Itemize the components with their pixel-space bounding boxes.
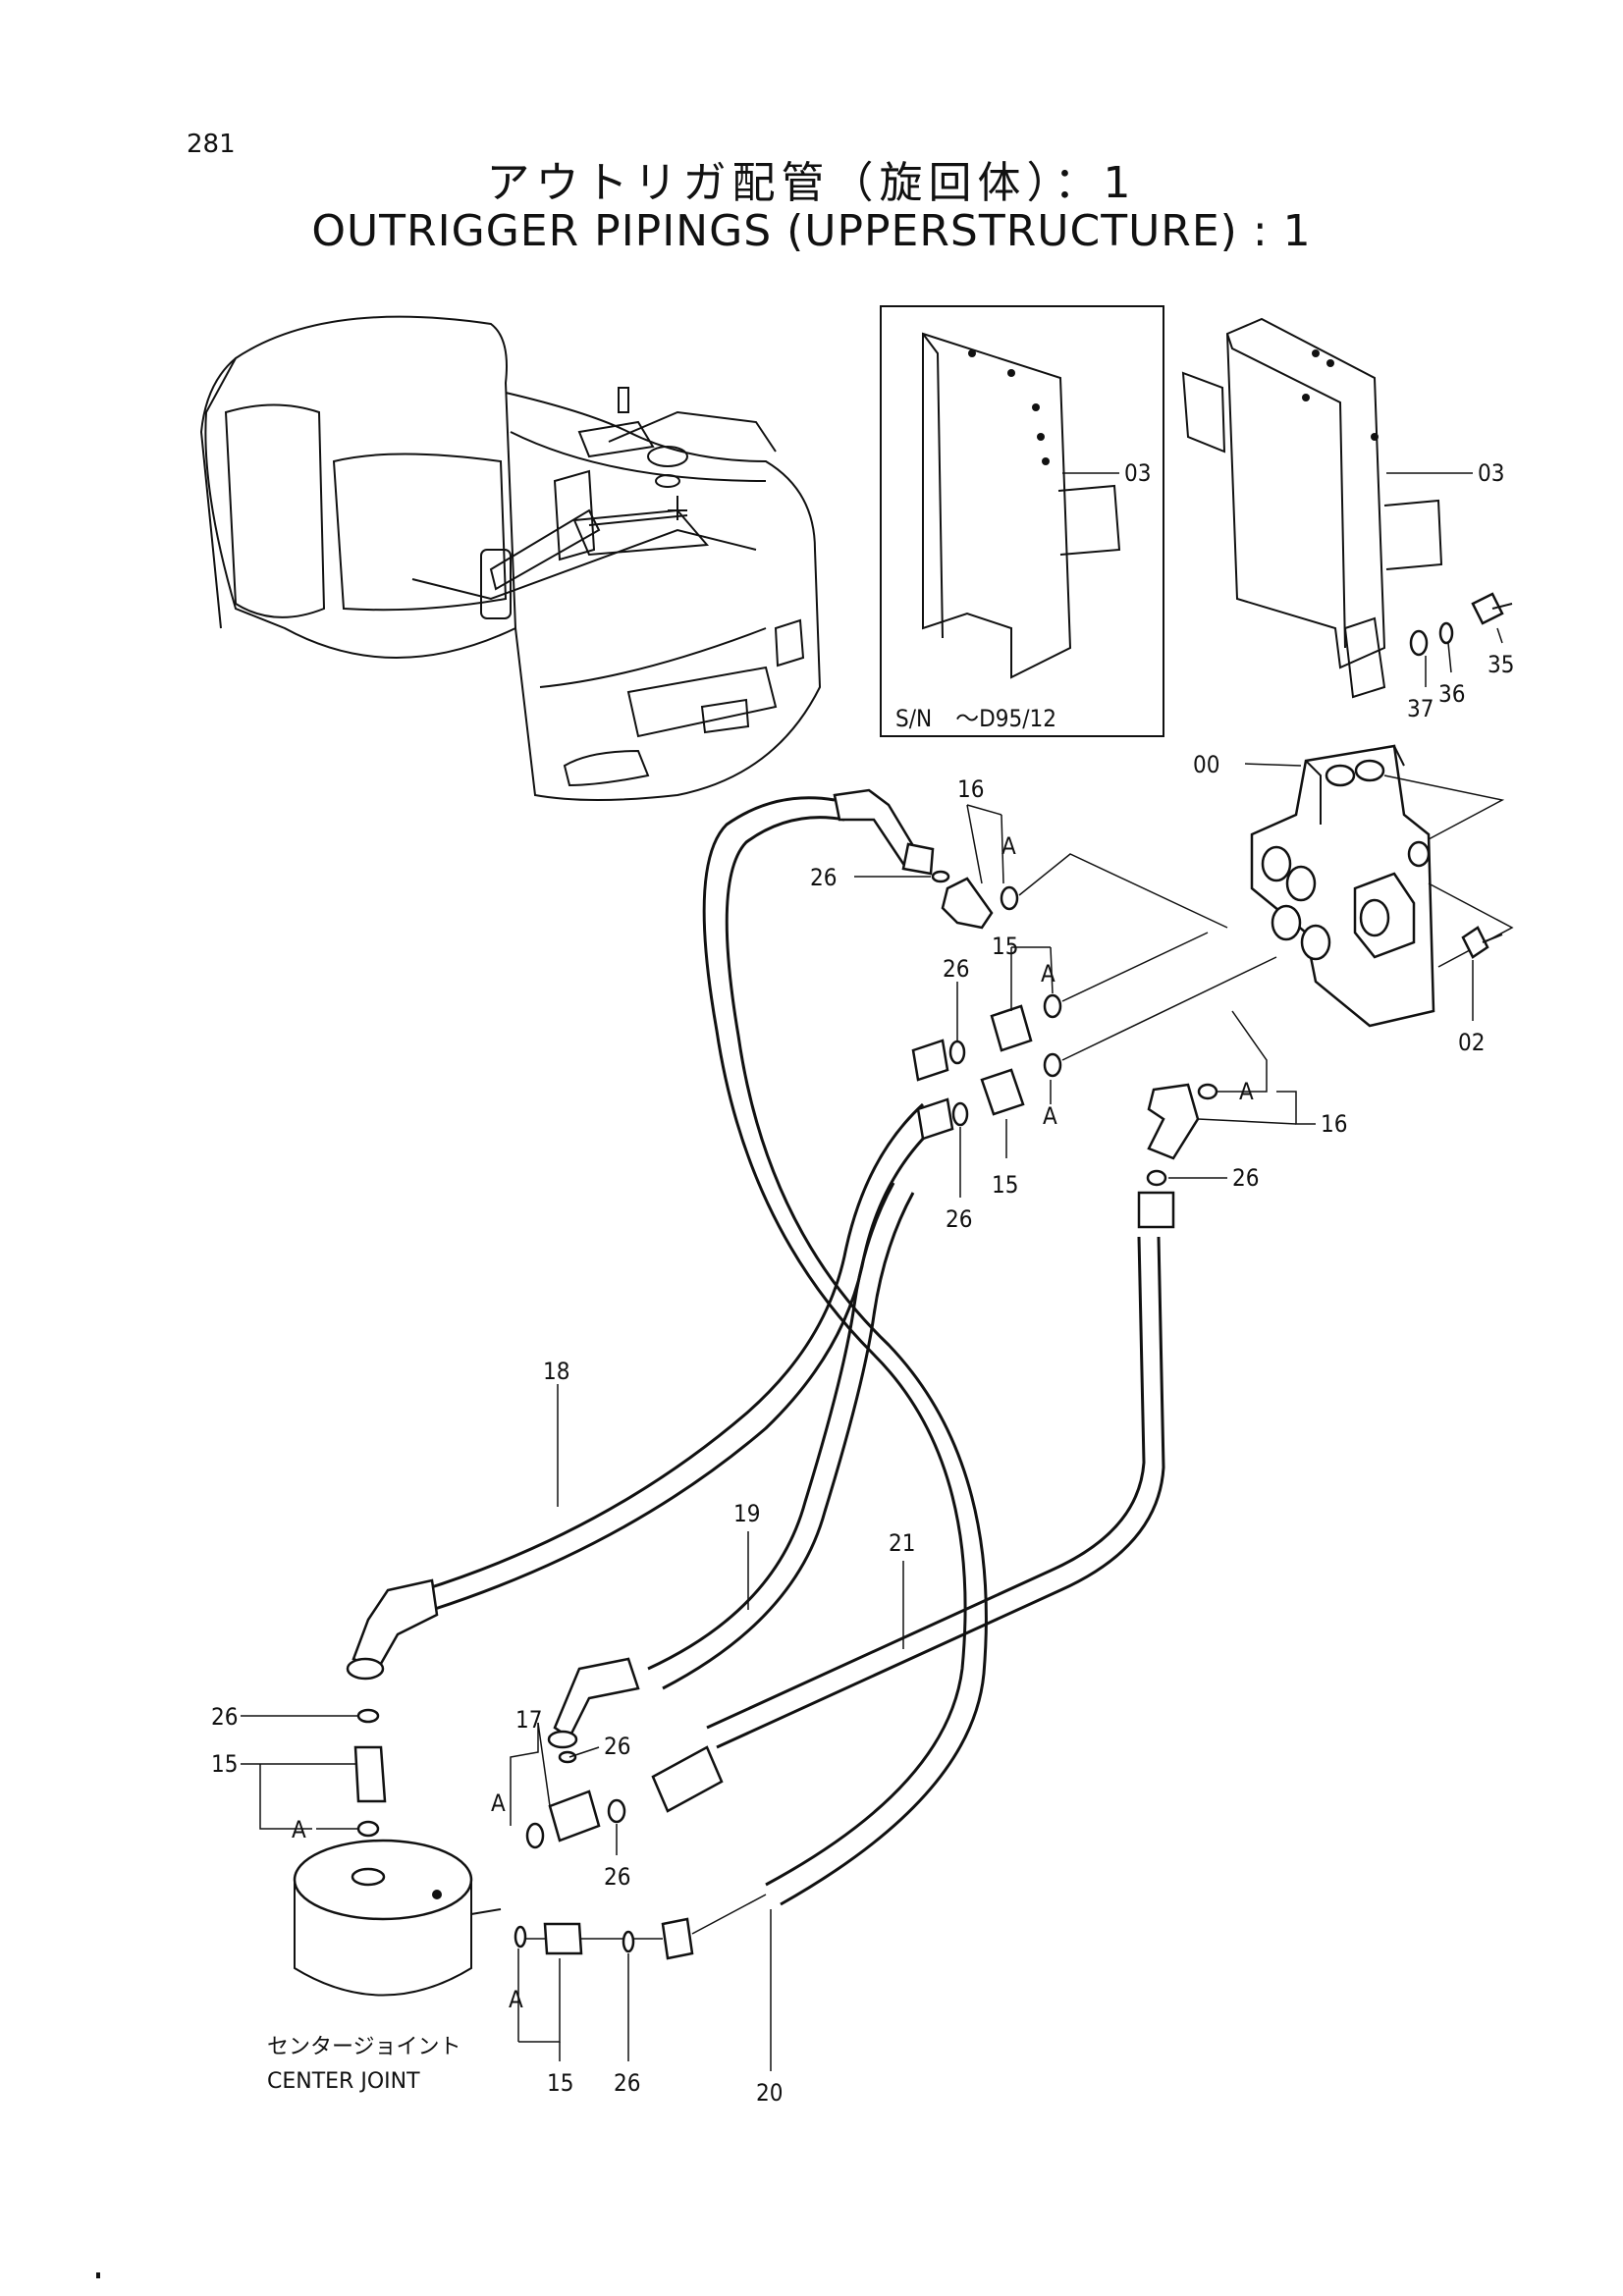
corner-mark (96, 2272, 100, 2278)
callout-19: 19 (733, 1500, 760, 1527)
callout-35: 35 (1488, 651, 1514, 678)
label-a-2: A (1041, 960, 1055, 988)
callout-26-e: 26 (211, 1703, 238, 1731)
center-joint-label-en: CENTER JOINT (267, 2069, 420, 2094)
lower-fittings: 26 15 A 26 26 17 A A 15 (211, 1578, 767, 2097)
callout-26-b: 26 (943, 955, 969, 983)
outrigger-valve-block: 00 02 (1193, 744, 1514, 1056)
center-joint: センタージョイント CENTER JOINT (267, 1839, 502, 2094)
hose-20: 20 (702, 796, 988, 2107)
callout-00: 00 (1193, 751, 1219, 778)
upper-fittings: 26 16 A 26 26 15 A 15 A (810, 775, 1347, 1233)
label-a-5: A (292, 1816, 306, 1843)
bracket-inset-box: 03 S/N ～D95/12 (880, 305, 1164, 737)
callout-20: 20 (756, 2079, 783, 2107)
bolt-washer-set: 37 36 35 (1407, 592, 1514, 722)
callout-26-c: 26 (946, 1205, 972, 1233)
callout-26-g: 26 (604, 1863, 630, 1891)
callout-03-main: 03 (1478, 459, 1504, 487)
title-japanese: アウトリガ配管（旋回体）：1 (486, 158, 1137, 208)
serial-note: S/N ～D95/12 (895, 705, 1056, 732)
callout-17: 17 (515, 1706, 542, 1734)
callout-26-a: 26 (810, 864, 837, 891)
label-a-1: A (1001, 832, 1016, 860)
callout-16-a: 16 (957, 775, 984, 803)
callout-15-b: 15 (992, 1171, 1018, 1199)
callout-18: 18 (543, 1358, 569, 1385)
callout-03-inset: 03 (1124, 459, 1151, 487)
bracket-main-drawing: 03 (1181, 317, 1504, 699)
callout-15-d: 15 (547, 2069, 573, 2097)
callout-26-h: 26 (614, 2069, 640, 2097)
callout-16-b: 16 (1321, 1110, 1347, 1138)
callout-02: 02 (1458, 1029, 1485, 1056)
hose-18: 18 (421, 1102, 940, 1612)
hose-21: 21 (706, 1236, 1165, 1749)
callout-21: 21 (889, 1529, 915, 1557)
label-a-6: A (491, 1789, 506, 1817)
label-a-7: A (509, 1986, 523, 2013)
center-joint-label-jp: センタージョイント (267, 2035, 461, 2059)
title-english: OUTRIGGER PIPINGS (UPPERSTRUCTURE) : 1 (311, 206, 1312, 256)
callout-15-a: 15 (992, 933, 1018, 960)
label-a-3: A (1043, 1102, 1057, 1130)
excavator-upperstructure-drawing (199, 315, 822, 801)
callout-37: 37 (1407, 695, 1434, 722)
label-a-4: A (1239, 1078, 1254, 1105)
callout-36: 36 (1438, 680, 1465, 708)
page-number: 281 (187, 130, 236, 159)
hose-19: 19 (647, 1182, 915, 1690)
callout-26-f: 26 (604, 1733, 630, 1760)
callout-26-d: 26 (1232, 1164, 1259, 1192)
callout-15-c: 15 (211, 1750, 238, 1778)
